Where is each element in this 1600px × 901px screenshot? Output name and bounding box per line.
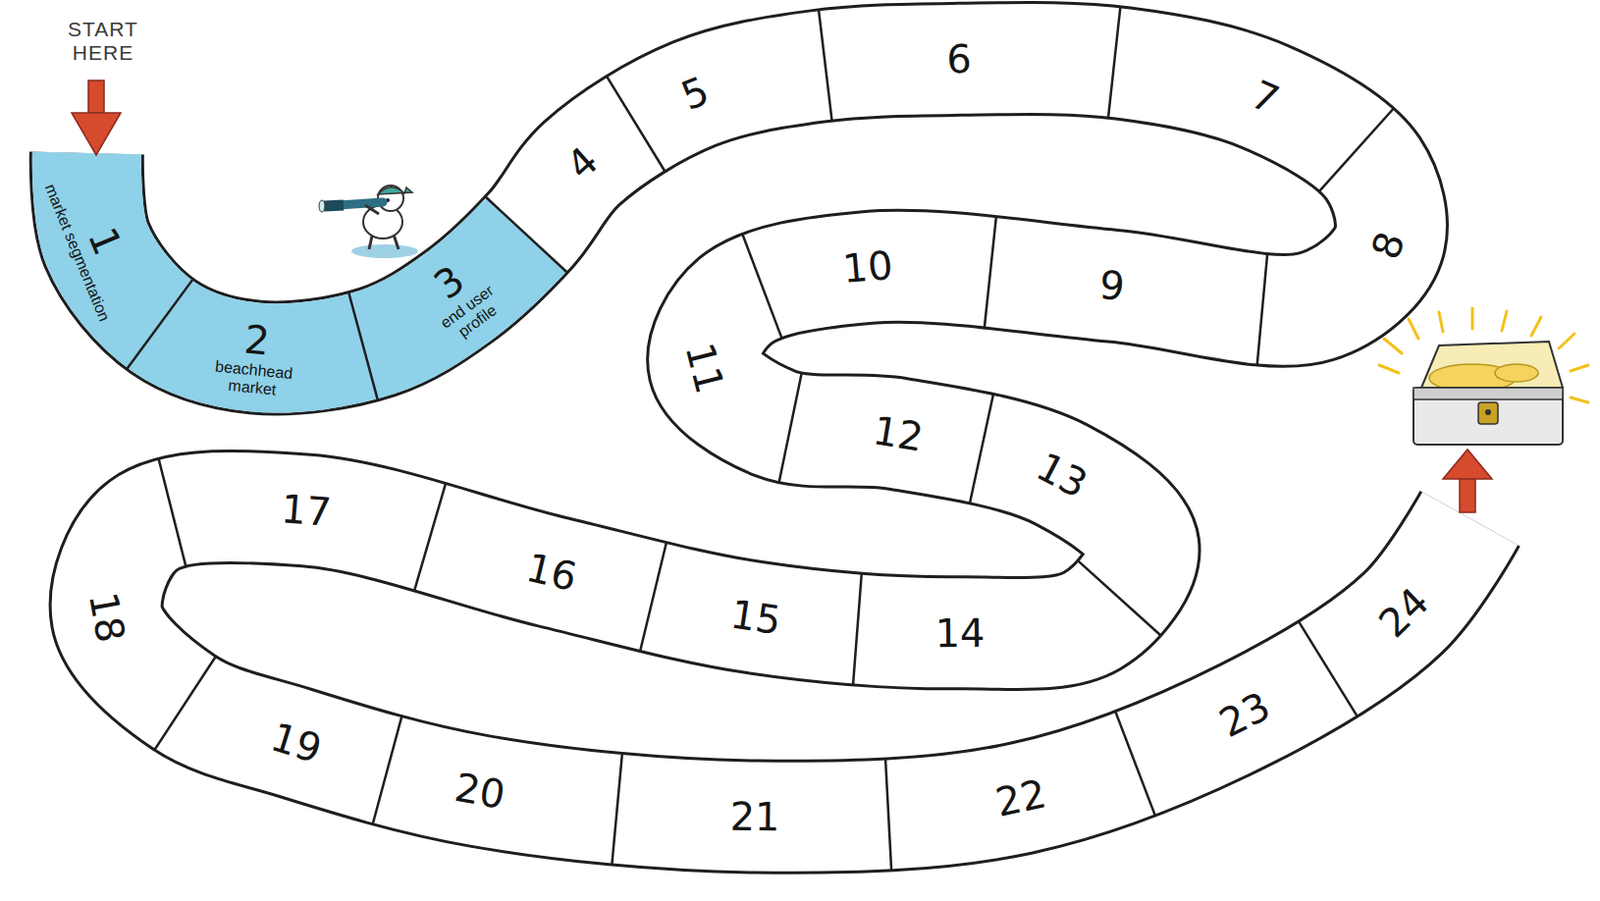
pirate-figure [319,185,419,259]
board-square: 4 [551,131,614,195]
square-divider [779,373,802,483]
board-square: 7 [1237,65,1292,128]
finish-arrow [1442,449,1493,513]
step-number: 20 [451,765,509,817]
board-square: 23 [1205,678,1284,752]
square-divider [1319,107,1394,192]
square-divider [611,753,623,866]
step-number: 10 [841,243,895,291]
board-square: 21 [724,791,788,844]
square-divider [126,278,194,370]
board-square: 19 [259,709,334,777]
square-divider [984,216,997,328]
step-number: 16 [522,544,582,599]
step-number: 7 [1245,71,1286,121]
board-square: 14 [928,607,991,659]
board-square: 24 [1364,572,1444,652]
step-number: 15 [727,592,784,643]
treasure-chest [1379,308,1589,445]
step-number: 11 [677,338,732,398]
step-label: beachhead market [193,356,315,403]
step-number: 14 [934,611,985,655]
square-divider [1077,560,1162,636]
board-square: 3end user profile [392,231,526,362]
board-square: 2beachhead market [186,308,324,407]
board-square: 16 [515,539,587,604]
board-square: 10 [834,239,901,296]
step-number: 21 [730,795,781,840]
square-divider [154,656,216,750]
step-number: 5 [675,68,715,118]
board-square: 5 [668,62,722,124]
square-divider [1298,621,1358,717]
square-divider [818,9,833,121]
step-number: 8 [1363,226,1413,266]
step-number: 24 [1371,579,1438,645]
square-divider [853,573,862,686]
step-number: 2 [242,317,272,363]
step-number: 19 [266,715,327,772]
square-divider [159,458,187,568]
square-divider [1108,6,1120,118]
board-square: 9 [1091,259,1133,314]
square-divider [969,393,994,503]
board-square: 12 [863,403,933,464]
square-divider [1115,711,1156,816]
square-divider [1257,254,1268,367]
board-square: 20 [444,760,515,822]
step-number: 12 [869,408,926,460]
board-square: 18 [76,582,138,652]
square-divider [373,716,403,825]
board-path [86,6,1470,871]
board-square: 15 [721,587,791,648]
start-label: START HERE [49,17,158,65]
step-number: 13 [1029,443,1094,506]
board-square: 13 [1022,437,1102,512]
path-outline [86,58,1470,818]
square-divider [348,292,378,401]
board-square: 8 [1357,219,1419,272]
square-divider [484,196,568,272]
board-square: 11 [672,331,738,405]
board-square: 17 [273,482,340,539]
square-divider [606,76,666,172]
square-divider [640,542,667,652]
step-number: 18 [81,588,133,646]
square-divider [414,482,446,590]
step-number: 9 [1098,263,1127,309]
square-divider [885,758,892,871]
step-number: 4 [558,138,606,188]
step-number: 22 [991,771,1050,825]
step-number: 6 [946,37,972,81]
path-fill [86,58,1470,818]
board-square: 22 [984,766,1056,830]
board-square: 1market segmentation [35,159,160,332]
step-number: 23 [1213,684,1278,746]
step-number: 17 [279,486,333,534]
highlighted-steps [86,58,1470,818]
start-arrow [71,80,121,156]
square-divider [742,233,782,339]
board-square: 6 [940,33,978,85]
